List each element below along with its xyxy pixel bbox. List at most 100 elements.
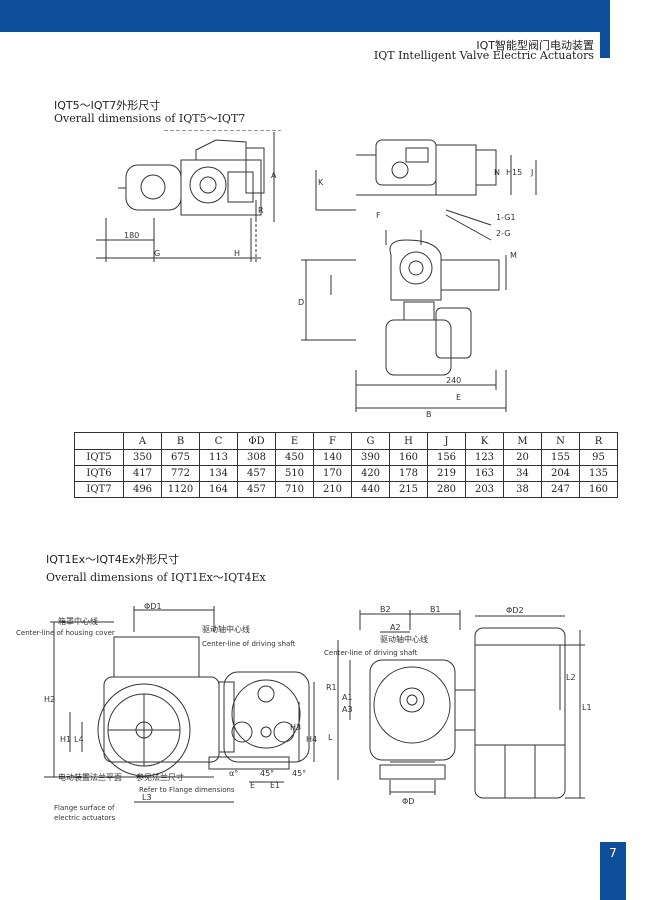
label-flange-surf-en2: electric actuators <box>54 814 116 822</box>
table-cell: 215 <box>389 481 428 498</box>
label-ang-a: α° <box>229 769 238 778</box>
label-L4: L4 <box>74 735 84 744</box>
table-cell: IQT6 <box>74 465 124 482</box>
table-cell: 457 <box>237 465 276 482</box>
label-flange-surf-en1: Flange surface of <box>54 804 115 812</box>
table-cell: 135 <box>579 465 618 482</box>
table-cell: 155 <box>541 449 580 466</box>
table-header-cell: E <box>275 432 314 450</box>
table-cell: 308 <box>237 449 276 466</box>
table-cell: 160 <box>389 449 428 466</box>
label-E1: E1 <box>270 781 280 790</box>
table-cell: 20 <box>503 449 542 466</box>
table-cell: 675 <box>161 449 200 466</box>
section2-title-cn: IQT1Ex～IQT4Ex外形尺寸 <box>46 553 180 566</box>
table-cell: 156 <box>427 449 466 466</box>
page-number: 7 <box>609 846 617 860</box>
label-ang-b: 45° <box>260 769 274 778</box>
table-cell: 496 <box>123 481 162 498</box>
iqt5-7-front-views: K H15 J N F 1-G1 2-G M D 240 E B <box>298 139 537 419</box>
table-header-cell: M <box>503 432 542 450</box>
label-A: A <box>271 171 277 180</box>
table-cell: 140 <box>313 449 352 466</box>
label-thread1: 1-G1 <box>496 213 516 222</box>
label-F-top: F <box>376 211 381 220</box>
table-cell: 95 <box>579 449 618 466</box>
table-header-cell: N <box>541 432 580 450</box>
table-header-cell: J <box>427 432 466 450</box>
table-cell: 123 <box>465 449 504 466</box>
label-N: N <box>494 168 500 177</box>
table-header-cell: R <box>579 432 618 450</box>
label-PhiD1: ΦD1 <box>144 602 162 611</box>
table-cell: 164 <box>199 481 238 498</box>
label-PhiD2: ΦD2 <box>506 606 524 615</box>
header-title-cn: IQT智能型阀门电动装置 <box>476 39 594 52</box>
label-H: H <box>234 249 240 258</box>
table-header-cell: B <box>161 432 200 450</box>
label-flange-ref-cn: 参见法兰尺寸 <box>136 772 184 782</box>
table-header-cell: C <box>199 432 238 450</box>
iqt5-7-dimension-table: A B C ΦD E F G H J K M N R IQT5 350 675 … <box>74 432 618 498</box>
label-M: M <box>510 251 517 260</box>
table-cell: 417 <box>123 465 162 482</box>
table-cell: 280 <box>427 481 466 498</box>
table-cell: 170 <box>313 465 352 482</box>
label-R1: R1 <box>326 683 337 692</box>
table-header-cell <box>74 432 124 450</box>
label-G: G <box>154 249 160 258</box>
table-cell: 113 <box>199 449 238 466</box>
header-band <box>0 0 600 32</box>
table-cell: 204 <box>541 465 580 482</box>
label-K: K <box>318 178 324 187</box>
table-cell: 440 <box>351 481 390 498</box>
table-cell: 210 <box>313 481 352 498</box>
label-B: B <box>426 410 432 419</box>
label-shaft2-en: Center-line of driving shaft <box>324 649 418 657</box>
label-L3: L3 <box>142 793 152 802</box>
label-thread2: 2-G <box>496 229 510 238</box>
label-cover-en: Center-line of housing cover <box>16 629 115 637</box>
section1-title-cn: IQT5～IQT7外形尺寸 <box>54 99 161 112</box>
table-header-cell: F <box>313 432 352 450</box>
label-shaft2-cn: 驱动轴中心线 <box>380 634 428 644</box>
label-cover-cn: 箱罩中心线 <box>58 616 98 626</box>
table-cell: IQT7 <box>74 481 124 498</box>
table-cell: 710 <box>275 481 314 498</box>
footer-band <box>600 842 626 900</box>
table-cell: 772 <box>161 465 200 482</box>
label-E: E <box>456 393 461 402</box>
label-D: D <box>298 298 304 307</box>
table-cell: 203 <box>465 481 504 498</box>
label-B1: B1 <box>430 605 441 614</box>
table-header-cell: A <box>123 432 162 450</box>
label-H4: H4 <box>306 735 317 744</box>
table-row: IQT6 417 772 134 457 510 170 420 178 219… <box>74 465 618 482</box>
label-PhiD: ΦD <box>402 797 414 806</box>
table-cell: 160 <box>579 481 618 498</box>
iqt1ex-4ex-front-view: B2 B1 A2 ΦD2 驱动轴中心线 Center-line of drivi… <box>324 605 592 806</box>
label-L2: L2 <box>566 673 576 682</box>
label-ang-c: 45° <box>292 769 306 778</box>
table-cell: 34 <box>503 465 542 482</box>
label-H3: H3 <box>290 723 301 732</box>
label-A3: A3 <box>342 705 353 714</box>
iqt1ex-4ex-side-view: ΦD1 箱罩中心线 Center-line of housing cover 驱… <box>16 602 317 822</box>
label-J: J <box>530 168 533 177</box>
table-row: IQT5 350 675 113 308 450 140 390 160 156… <box>74 449 618 466</box>
section1-title-en: Overall dimensions of IQT5～IQT7 <box>54 112 246 125</box>
table-cell: 178 <box>389 465 428 482</box>
table-header-cell: K <box>465 432 504 450</box>
header-side-band <box>600 0 610 58</box>
table-cell: 163 <box>465 465 504 482</box>
label-E-left: E <box>250 781 255 790</box>
table-cell: 1120 <box>161 481 200 498</box>
label-240: 240 <box>446 376 461 385</box>
table-header-cell: ΦD <box>237 432 276 450</box>
label-180: 180 <box>124 231 139 240</box>
table-cell: 38 <box>503 481 542 498</box>
label-shaft-en: Center-line of driving shaft <box>202 640 296 648</box>
table-cell: 457 <box>237 481 276 498</box>
iqt5-7-side-view: A R 180 G H <box>96 130 281 262</box>
label-shaft-cn: 驱动轴中心线 <box>202 624 250 634</box>
